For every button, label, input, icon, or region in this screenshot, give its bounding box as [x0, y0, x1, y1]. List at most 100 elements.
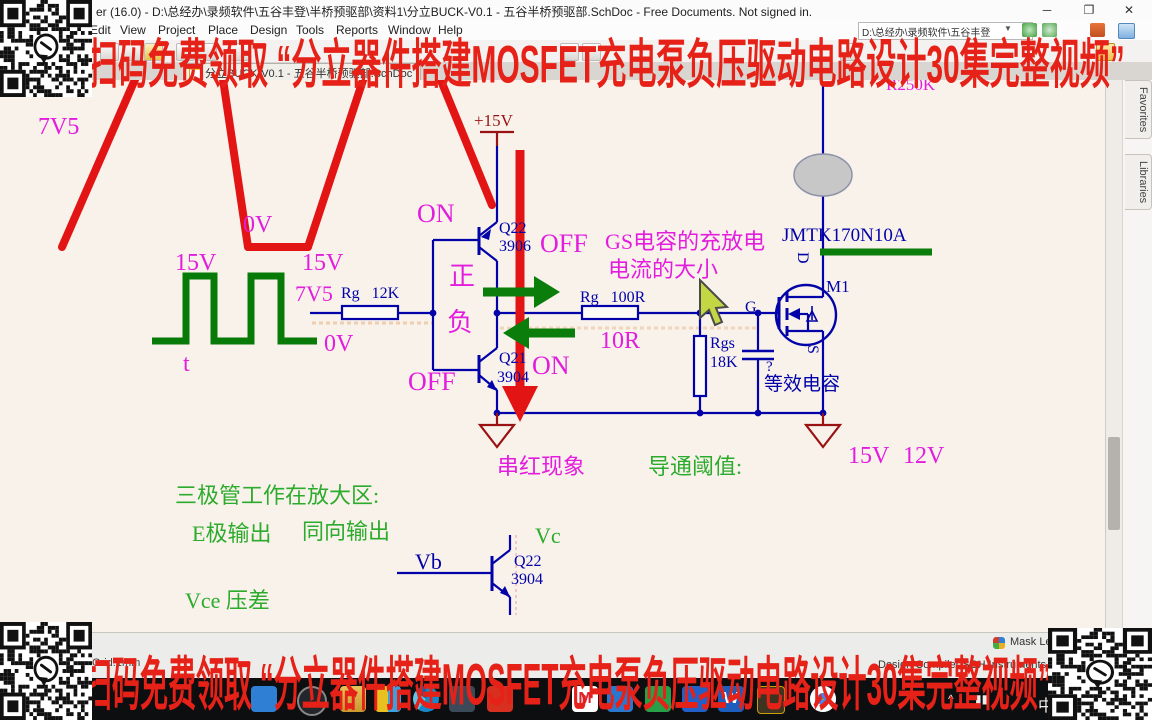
- tray-caret[interactable]: ^: [948, 692, 954, 706]
- taskbar: M W ^ ▮▮ 中: [0, 678, 1152, 720]
- window-title: er (16.0) - D:\总经办\录频软件\五谷丰登\半桥预驱部\资料1\分…: [96, 5, 813, 19]
- label-pin-g: G: [745, 299, 757, 316]
- home-icon[interactable]: [1090, 23, 1105, 37]
- label-15v: 15V: [848, 443, 890, 469]
- qr-code-bottom-left: [0, 622, 92, 720]
- minimize-button[interactable]: ─: [1042, 3, 1052, 17]
- label-15v: 15V: [302, 250, 344, 276]
- taskbar-video-icon[interactable]: [607, 686, 633, 712]
- label-q22: Q22: [499, 220, 527, 237]
- toolbar-icon-d1-badge[interactable]: [1096, 43, 1115, 61]
- promo-banner-bottom: 扫码免费领取 “分立器件搭建MOSFET充电泵负压驱动电路设计30集完整视频”: [84, 653, 1052, 718]
- npn-arrow: [487, 380, 497, 391]
- taskbar-app-icon[interactable]: [682, 686, 708, 712]
- label-cap-name: 等效电容: [764, 374, 841, 395]
- label-on: ON: [417, 199, 455, 228]
- schematic-canvas[interactable]: 7V5 0V 15V 15V 7V5 0V t ON 正 负 OFF OFF O…: [0, 80, 1105, 632]
- menu-bar: File Edit View Project Place Design Tool…: [0, 20, 1152, 41]
- document-tab-label: 分立BUCK-V0.1 - 五谷半桥预驱部.SchDoc: [205, 68, 413, 80]
- label-m1: M1: [826, 277, 850, 296]
- menu-tools[interactable]: Tools: [296, 23, 325, 37]
- taskbar-app-icon[interactable]: [251, 686, 277, 712]
- panel-tab-libraries[interactable]: Libraries: [1125, 154, 1152, 211]
- menu-help[interactable]: Help: [438, 23, 463, 37]
- panel-buttons[interactable]: Design Compiler SCH Instruments: [878, 659, 1047, 671]
- label-vce: Vce 压差: [185, 588, 270, 613]
- label-7v5: 7V5: [295, 281, 333, 306]
- label-off: OFF: [540, 229, 588, 258]
- label-amp-same: 同向输出: [302, 519, 391, 544]
- toolbar-icon-save[interactable]: [144, 43, 163, 61]
- label-r250: R250K: [886, 80, 936, 94]
- label-plus15v: +15V: [474, 111, 513, 130]
- swap-icon[interactable]: [1118, 23, 1135, 39]
- label-amp-e: E极输出: [192, 521, 272, 546]
- power-ground-symbols: [477, 130, 843, 449]
- menu-view[interactable]: View: [120, 23, 146, 37]
- taskbar-phone-icon[interactable]: [449, 686, 475, 712]
- title-bar: er (16.0) - D:\总经办\录频软件\五谷丰登\半桥预驱部\资料1\分…: [0, 0, 1152, 21]
- label-t: t: [183, 351, 190, 377]
- taskbar-word-icon[interactable]: W: [718, 686, 744, 712]
- taskbar-app-icon[interactable]: [757, 686, 785, 714]
- label-chuanhong: 串红现象: [497, 454, 586, 479]
- load-ellipse: [793, 153, 853, 197]
- vertical-scrollbar[interactable]: [1105, 80, 1123, 632]
- toolbar-icon-open[interactable]: [122, 43, 141, 61]
- label-on: ON: [532, 351, 570, 380]
- sync-icon[interactable]: [1042, 23, 1057, 37]
- label-3904: 3904: [497, 369, 529, 386]
- close-button[interactable]: ✕: [1123, 3, 1135, 17]
- restore-button[interactable]: ❐: [1083, 3, 1095, 17]
- toolbar-icon-new[interactable]: [100, 43, 119, 61]
- label-rg100r: Rg 100R: [580, 289, 646, 306]
- schematic-drawing: [58, 80, 932, 615]
- label-3904b: 3904: [511, 571, 543, 588]
- label-rg12k: Rg 12K: [341, 285, 400, 302]
- menu-project[interactable]: Project: [158, 23, 196, 37]
- mask-level-icon: [993, 637, 1005, 649]
- menu-reports[interactable]: Reports: [336, 23, 379, 37]
- taskbar-chrome-icon[interactable]: [810, 686, 836, 712]
- toolbar-icon-bus[interactable]: [582, 43, 601, 61]
- label-amp-title: 三极管工作在放大区:: [175, 483, 380, 508]
- toolbar-icon-wire[interactable]: [560, 43, 579, 61]
- label-daotong: 导通阈值:: [648, 454, 743, 479]
- taskbar-app-icon[interactable]: [645, 686, 671, 712]
- label-mosfet-part: JMTK170N10A: [782, 225, 907, 246]
- label-zheng: 正: [449, 262, 476, 291]
- vertical-scrollbar-thumb[interactable]: [1108, 437, 1120, 530]
- panel-tab-favorites[interactable]: Favorites: [1125, 80, 1152, 140]
- path-dropdown[interactable]: D:\总经办\录频软件\五谷丰登: [858, 22, 1033, 40]
- dropdown-caret-icon: ▼: [1004, 24, 1012, 33]
- taskbar-app-icon[interactable]: [375, 686, 401, 712]
- document-tab[interactable]: 分立BUCK-V0.1 - 五谷半桥预驱部.SchDoc: [184, 63, 422, 81]
- circuit-wires: [310, 82, 838, 615]
- menu-window[interactable]: Window: [388, 23, 431, 37]
- toolbar-icon-zoom[interactable]: [198, 43, 217, 61]
- toolbar-icon-print[interactable]: [176, 43, 195, 61]
- label-cap-question: ?: [766, 359, 773, 375]
- toolbar-icon-grid[interactable]: [840, 43, 859, 61]
- label-gs-note-2: 电流的大小: [608, 257, 719, 282]
- taskbar-app-icon[interactable]: [487, 686, 513, 712]
- taskbar-edge-icon[interactable]: [413, 686, 439, 712]
- menu-place[interactable]: Place: [208, 23, 239, 37]
- refresh-icon[interactable]: [1022, 23, 1037, 37]
- menu-edit[interactable]: Edit: [90, 23, 111, 37]
- mosfet-arrow: [788, 308, 800, 320]
- taskbar-folder-icon[interactable]: [340, 686, 366, 712]
- taskbar-search-icon[interactable]: [297, 686, 327, 716]
- label-q22b: Q22: [514, 553, 542, 570]
- npn-arrow: [500, 586, 510, 597]
- label-10r: 10R: [600, 328, 641, 354]
- menu-design[interactable]: Design: [250, 23, 288, 37]
- tray-network-icon[interactable]: ▮▮: [975, 692, 989, 706]
- promo-banner-top: 扫码免费领取 “分立器件搭建MOSFET充电泵负压驱动电路设计30集完整视频”: [88, 36, 1125, 95]
- label-0v: 0V: [243, 212, 273, 238]
- label-3906: 3906: [499, 238, 531, 255]
- green-square-wave: [152, 272, 317, 345]
- taskbar-mail-icon[interactable]: M: [572, 686, 598, 712]
- toolbar-icon-select[interactable]: [230, 43, 249, 61]
